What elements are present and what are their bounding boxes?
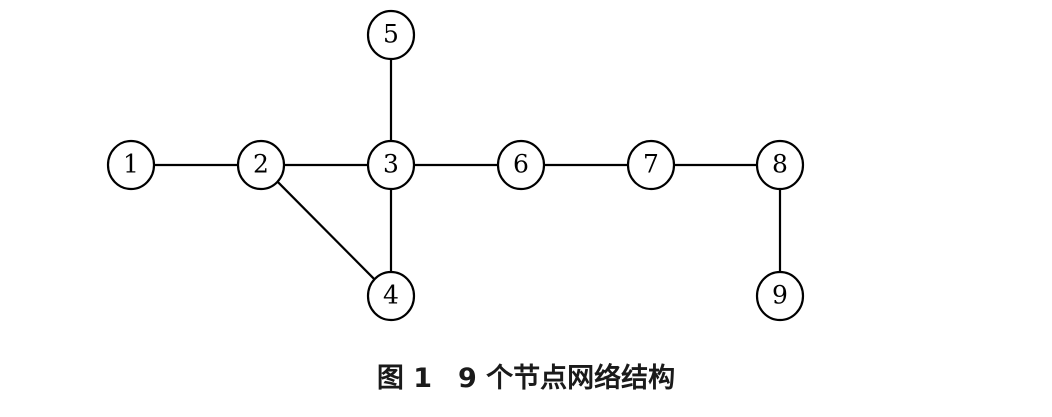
figure-number: 图 1 — [376, 363, 432, 394]
node-8: 8 — [755, 139, 805, 191]
node-label: 5 — [383, 20, 399, 49]
node-circle — [626, 139, 676, 191]
node-circle — [755, 270, 805, 322]
node-circle — [496, 139, 546, 191]
node-3: 3 — [366, 139, 416, 191]
node-circle — [236, 139, 286, 191]
node-9: 9 — [755, 270, 805, 322]
node-1: 1 — [106, 139, 156, 191]
node-label: 2 — [253, 150, 269, 179]
figure-caption: 图 1 9 个节点网络结构 — [0, 356, 1052, 395]
node-label: 7 — [643, 150, 659, 179]
edge-2-4 — [276, 180, 376, 281]
node-circle — [755, 139, 805, 191]
node-circle — [366, 139, 416, 191]
node-label: 1 — [123, 150, 139, 179]
node-2: 2 — [236, 139, 286, 191]
node-label: 6 — [513, 150, 529, 179]
node-circle — [106, 139, 156, 191]
node-label: 3 — [383, 150, 399, 179]
node-label: 9 — [772, 281, 788, 310]
nodes-layer: 1 2 3 4 5 6 7 8 9 — [106, 9, 805, 322]
node-circle — [366, 270, 416, 322]
node-label: 4 — [383, 281, 399, 310]
node-4: 4 — [366, 270, 416, 322]
node-5: 5 — [366, 9, 416, 61]
figure-title: 9 个节点网络结构 — [458, 363, 676, 394]
node-label: 8 — [772, 150, 788, 179]
node-7: 7 — [626, 139, 676, 191]
node-circle — [366, 9, 416, 61]
edges-layer — [154, 59, 782, 281]
node-6: 6 — [496, 139, 546, 191]
